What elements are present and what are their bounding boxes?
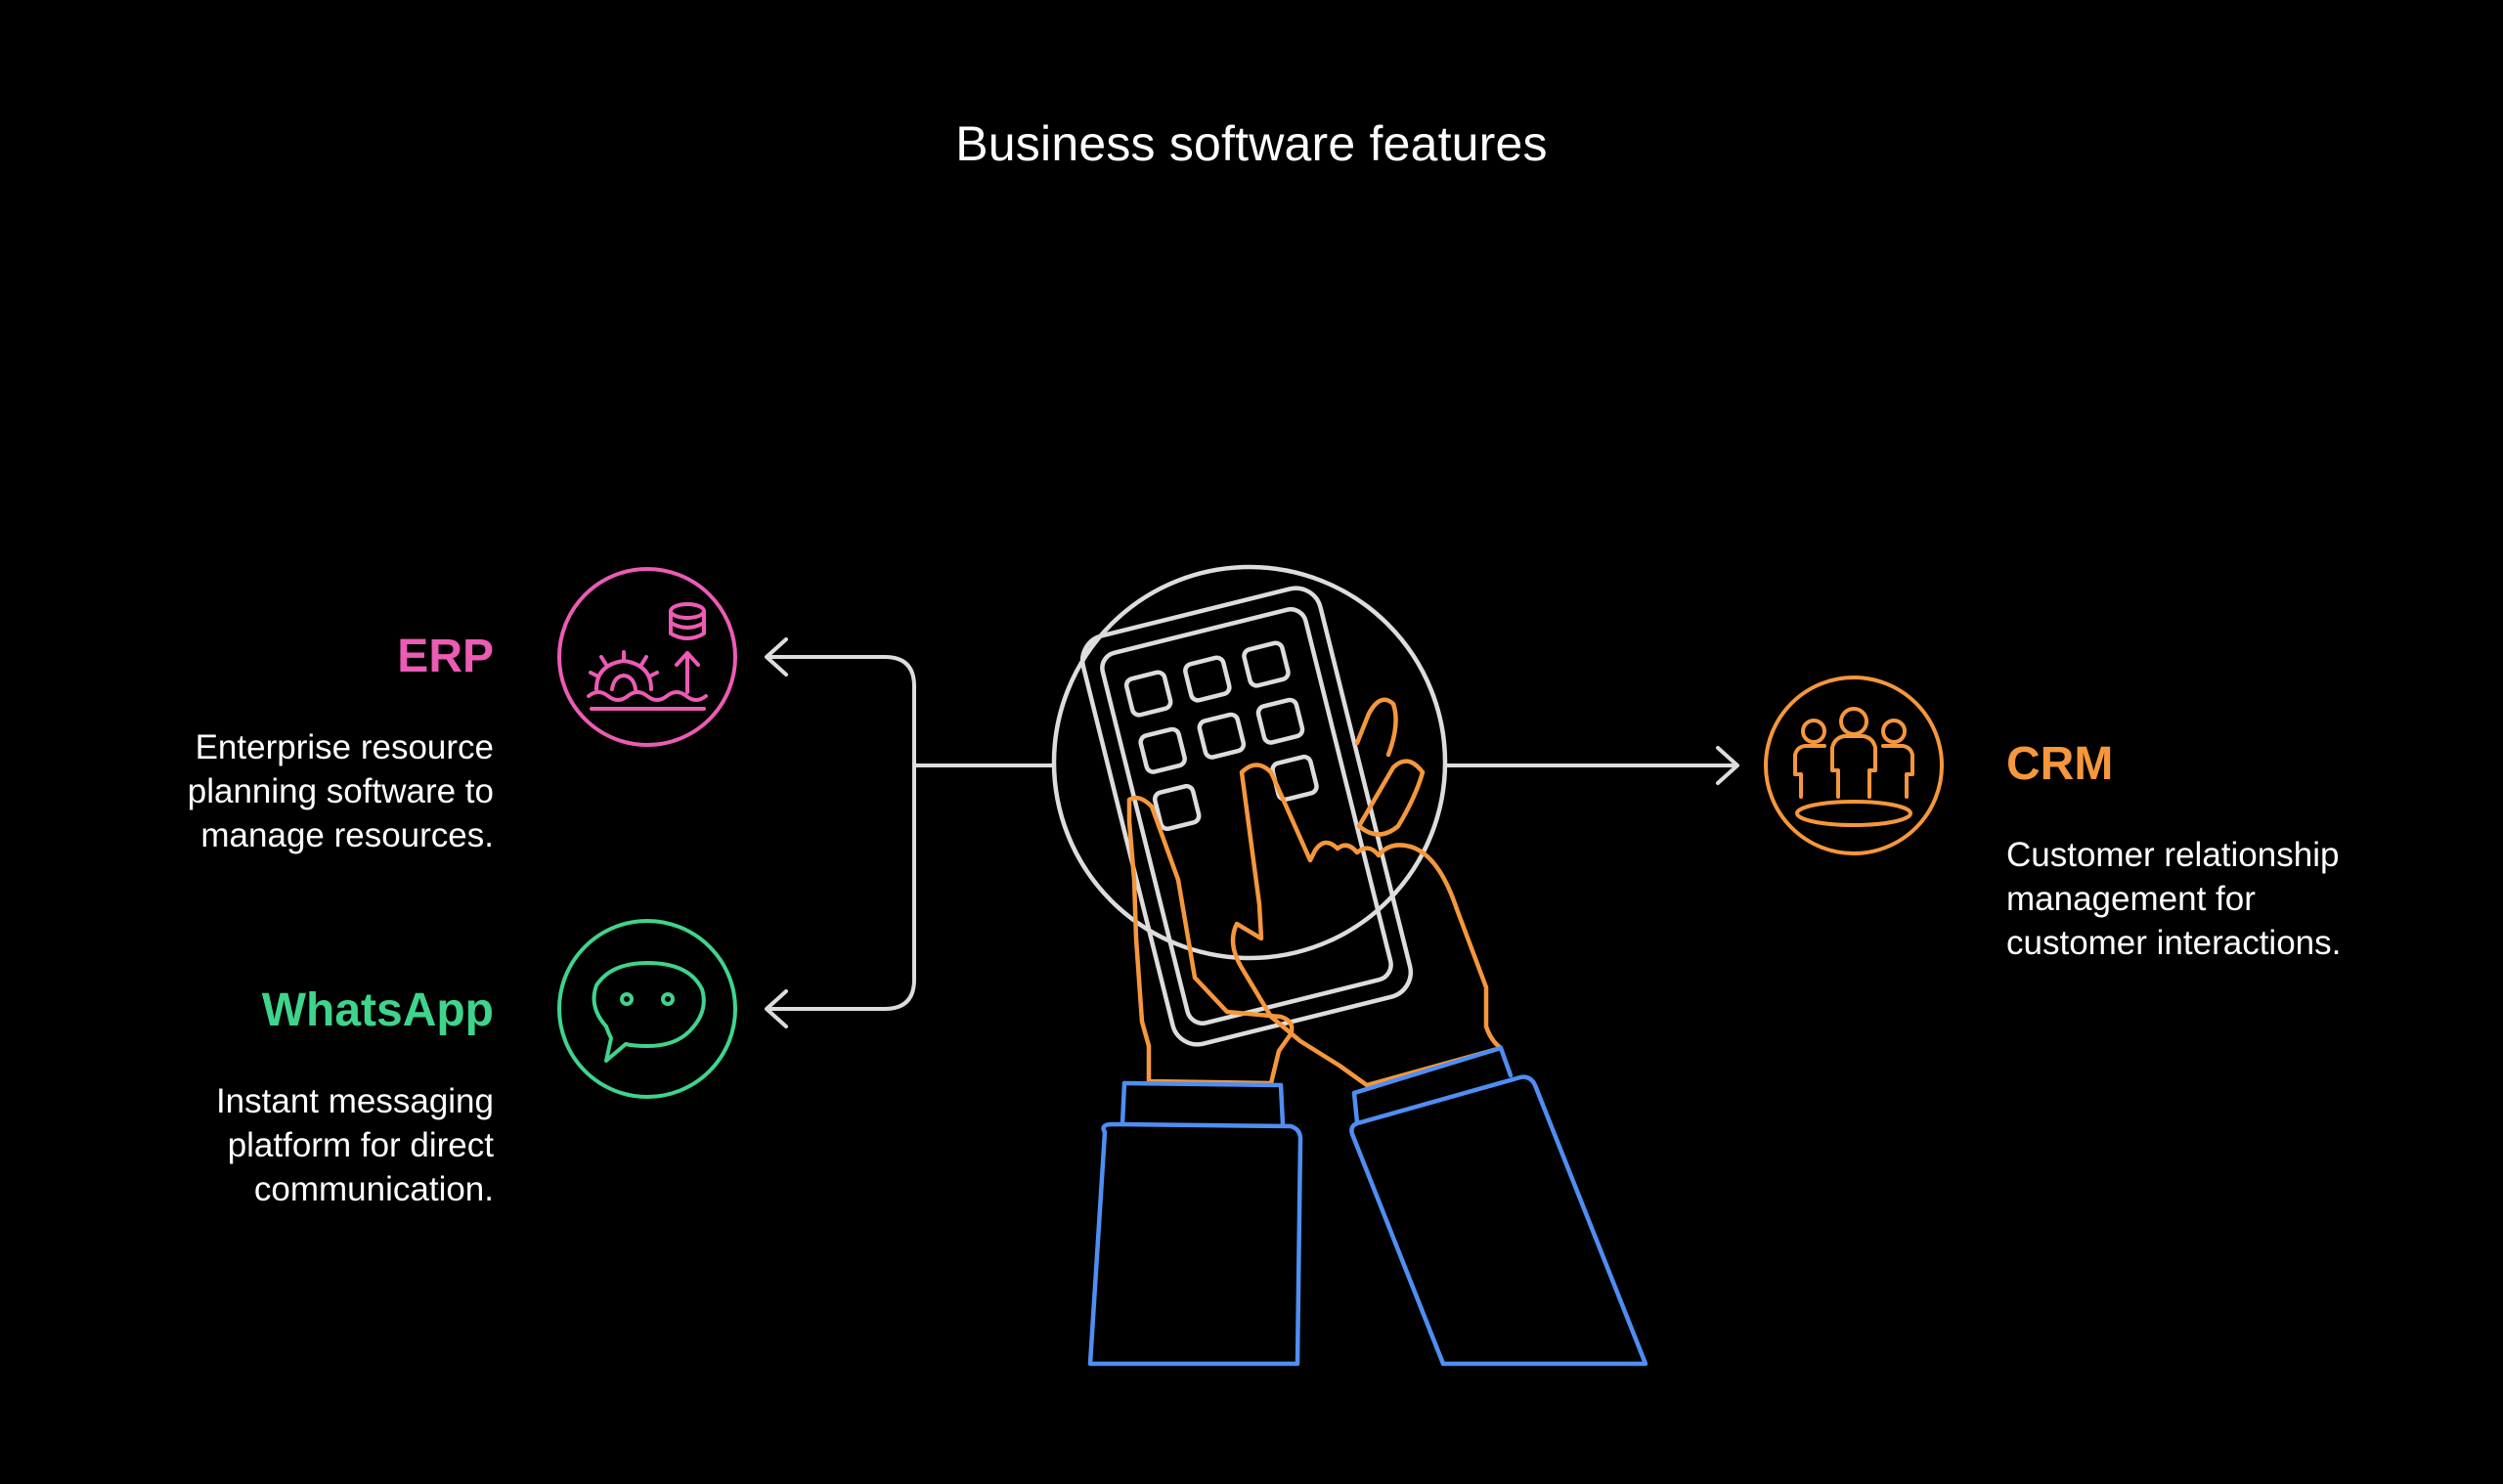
center-circle bbox=[1051, 564, 1448, 961]
people-group-icon bbox=[1764, 676, 1944, 855]
left-cuff bbox=[1121, 1080, 1286, 1127]
diagram-title: Business software features bbox=[955, 116, 1548, 171]
arrowhead-whatsapp bbox=[765, 989, 788, 1028]
connector-branch bbox=[767, 655, 916, 1011]
crm-circle bbox=[1764, 676, 1944, 855]
crm-description: Customer relationship management for cus… bbox=[2006, 836, 2342, 962]
whatsapp-label: WhatsApp bbox=[261, 984, 494, 1036]
connectors bbox=[765, 637, 1739, 1028]
whatsapp-description: Instant messaging platform for direct co… bbox=[215, 1082, 494, 1208]
right-cuff bbox=[1351, 1045, 1514, 1096]
phone-icon bbox=[1079, 586, 1414, 1047]
whatsapp-circle bbox=[557, 919, 737, 1099]
gear-database-icon bbox=[557, 567, 737, 747]
erp-description: Enterprise resource planning software to… bbox=[187, 728, 494, 854]
arrowhead-erp bbox=[765, 637, 788, 677]
hands-smartphone-icon bbox=[1051, 564, 1648, 1367]
right-hand bbox=[1230, 763, 1504, 1088]
chat-bubble-icon bbox=[557, 919, 737, 1099]
left-hand bbox=[1126, 795, 1295, 1086]
right-thumb bbox=[1356, 759, 1426, 837]
crm-label: CRM bbox=[2006, 738, 2114, 790]
right-sleeve bbox=[1349, 1074, 1648, 1367]
erp-label: ERP bbox=[397, 631, 494, 682]
right-index bbox=[1354, 697, 1398, 758]
left-sleeve bbox=[1087, 1121, 1303, 1367]
arrowhead-crm bbox=[1716, 746, 1739, 785]
right-cuff-side bbox=[1351, 1090, 1360, 1125]
left-cuff-top bbox=[1120, 1080, 1127, 1127]
erp-circle bbox=[557, 567, 737, 747]
